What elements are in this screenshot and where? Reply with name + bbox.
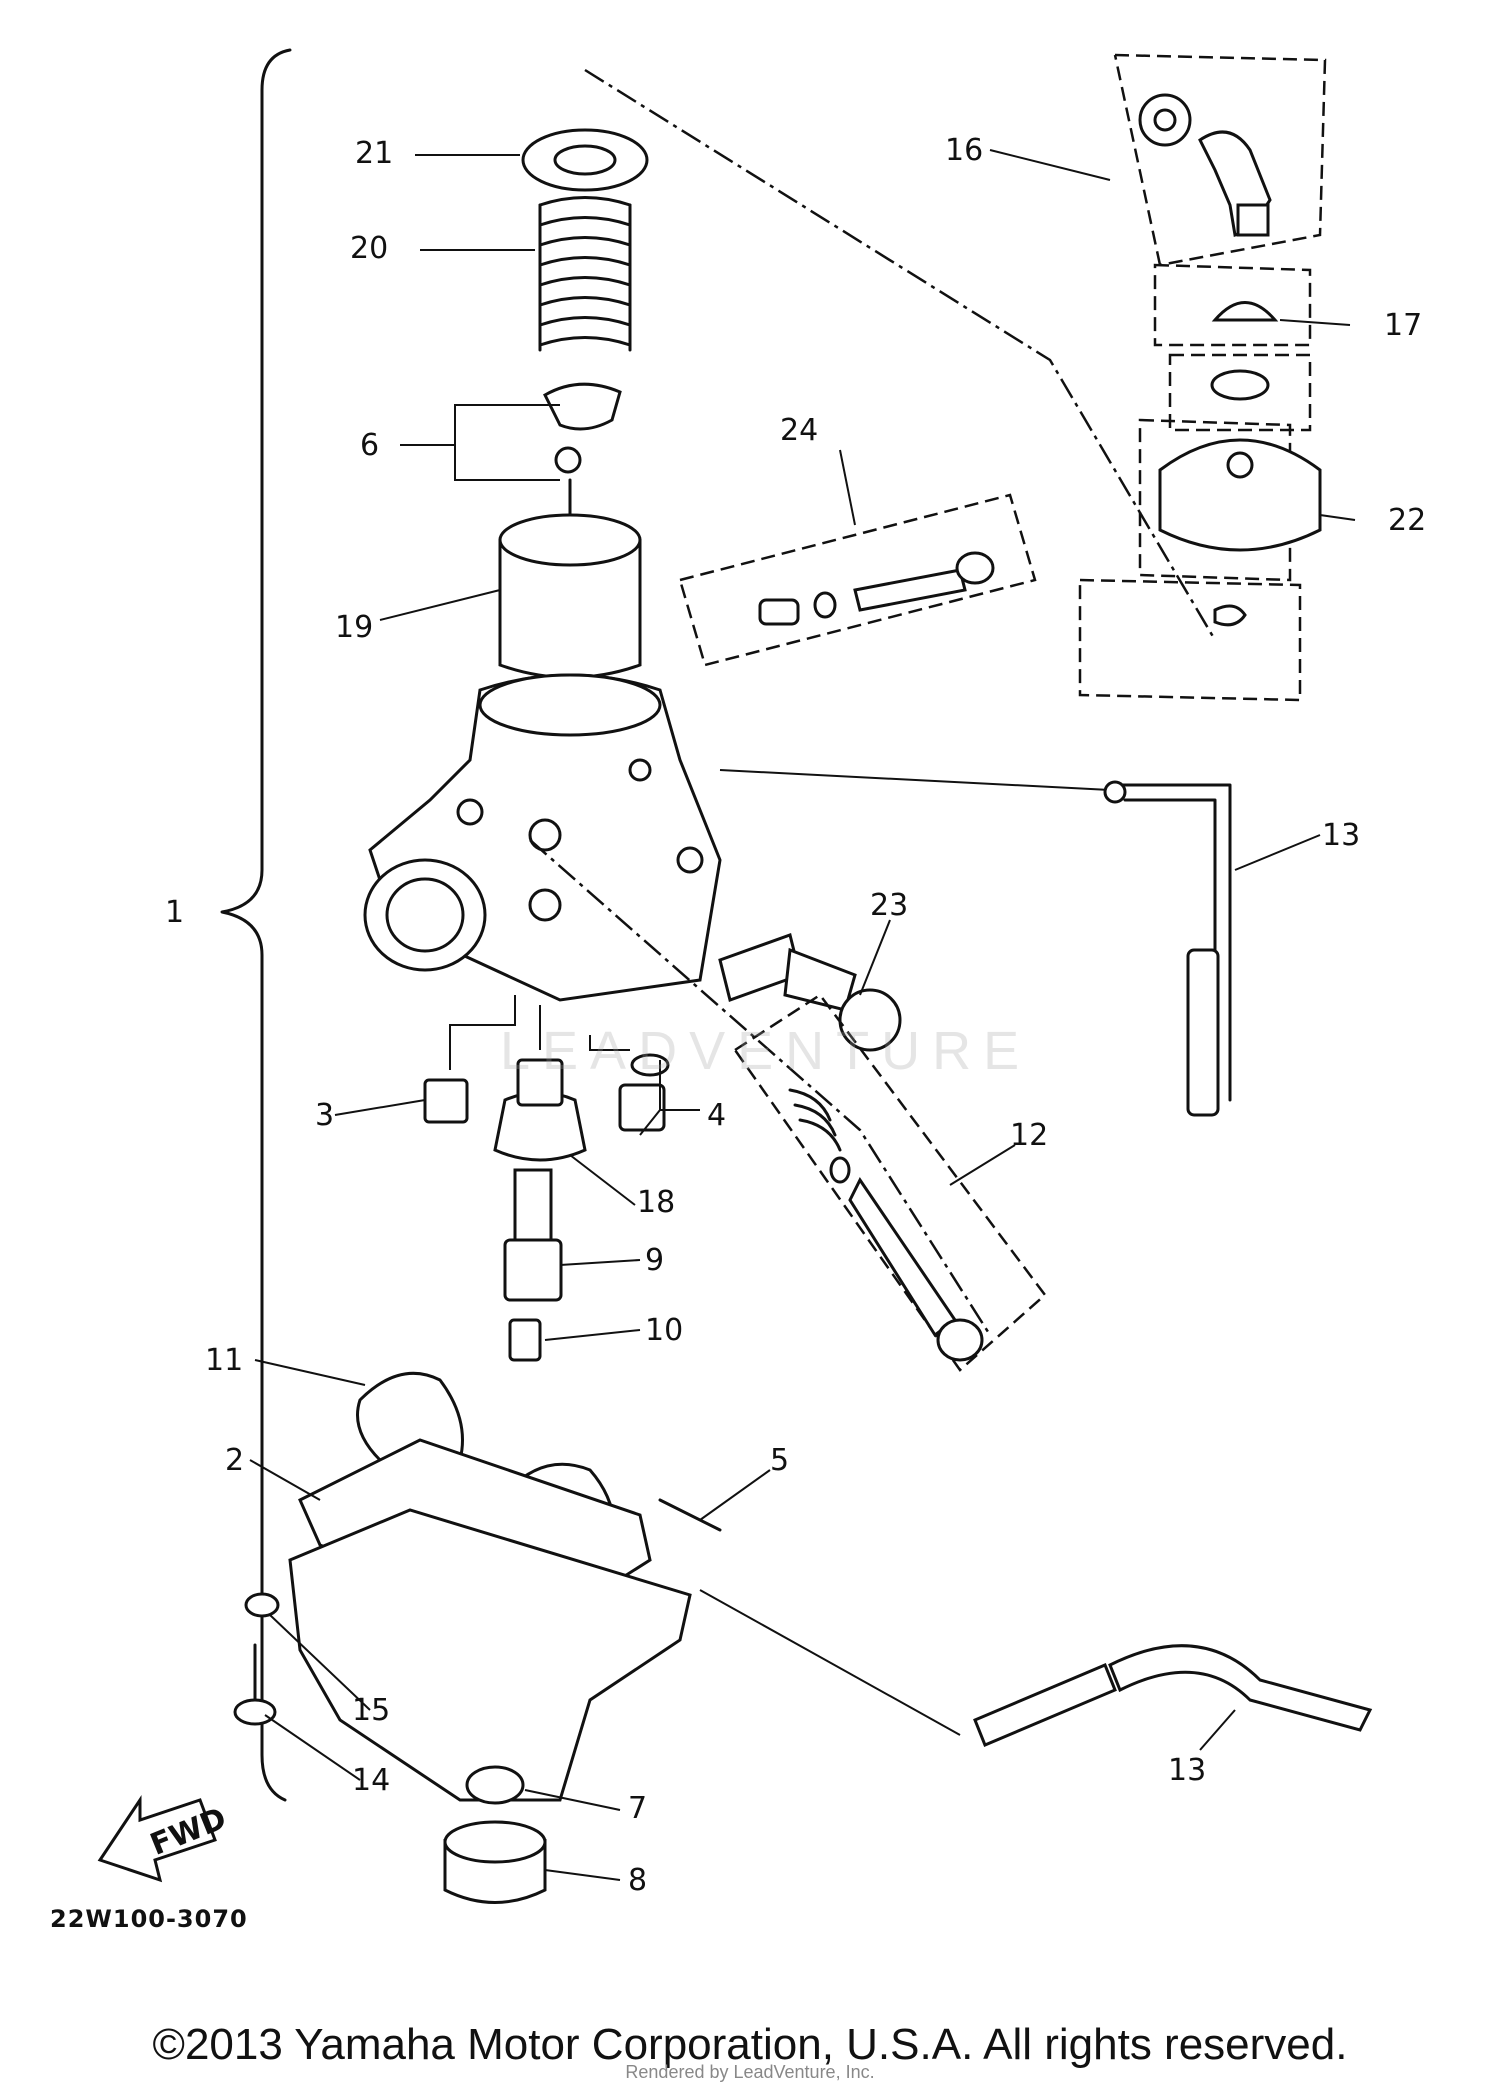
callout-21: 21 bbox=[355, 136, 393, 171]
callout-22: 22 bbox=[1388, 503, 1426, 538]
callout-2: 2 bbox=[225, 1443, 244, 1478]
throttle-screw-group-12 bbox=[733, 993, 1047, 1372]
rendered-by-watermark: Rendered by LeadVenture, Inc. bbox=[625, 2062, 875, 2082]
float-pin-5 bbox=[658, 1498, 722, 1532]
vent-line bbox=[719, 769, 1111, 791]
leader-lines bbox=[249, 149, 1356, 1881]
leadventure-watermark-logo: LEADVENTURE bbox=[500, 1021, 1032, 1081]
callout-24: 24 bbox=[780, 413, 818, 448]
throttle-valve-19 bbox=[498, 513, 642, 679]
callout-18: 18 bbox=[637, 1185, 675, 1220]
callout-7: 7 bbox=[628, 1791, 647, 1826]
callout-6: 6 bbox=[360, 428, 379, 463]
callout-3: 3 bbox=[315, 1098, 334, 1133]
callout-13-bottom: 13 bbox=[1168, 1753, 1206, 1788]
washer-21 bbox=[521, 128, 649, 192]
callout-1: 1 bbox=[165, 895, 184, 930]
callout-16: 16 bbox=[945, 133, 983, 168]
cap-assembly-group bbox=[1078, 53, 1327, 702]
callout-4: 4 bbox=[707, 1098, 726, 1133]
hose-13-top bbox=[1103, 780, 1232, 1117]
callout-15: 15 bbox=[352, 1693, 390, 1728]
spring-20 bbox=[538, 196, 632, 352]
main-jet-10 bbox=[508, 1318, 542, 1362]
callout-19: 19 bbox=[335, 610, 373, 645]
copyright-notice: ©2013 Yamaha Motor Corporation, U.S.A. A… bbox=[152, 2020, 1348, 2069]
o-ring-7 bbox=[465, 1765, 525, 1805]
pilot-jet-3 bbox=[423, 995, 516, 1124]
callout-9: 9 bbox=[645, 1243, 664, 1278]
starter-plunger-23 bbox=[718, 933, 902, 1052]
callout-8: 8 bbox=[628, 1863, 647, 1898]
callout-23: 23 bbox=[870, 888, 908, 923]
guide-line-top bbox=[584, 68, 1217, 641]
callout-17: 17 bbox=[1384, 308, 1422, 343]
drain-plug-8 bbox=[443, 1820, 547, 1904]
needle-jet-18 bbox=[493, 1005, 587, 1162]
pilot-screw-group-24 bbox=[678, 493, 1037, 667]
diagram-code: 22W100-3070 bbox=[50, 1905, 248, 1933]
callout-12: 12 bbox=[1010, 1118, 1048, 1153]
hose-13-bottom bbox=[699, 1589, 1373, 1747]
callout-11: 11 bbox=[205, 1343, 243, 1378]
jet-holder-9 bbox=[503, 1168, 563, 1302]
fwd-arrow-icon: FWD bbox=[97, 1795, 231, 1883]
carburetor-body bbox=[363, 673, 722, 1002]
callout-5: 5 bbox=[770, 1443, 789, 1478]
callout-14: 14 bbox=[352, 1763, 390, 1798]
callout-20: 20 bbox=[350, 231, 388, 266]
assembly-bracket bbox=[220, 48, 292, 1802]
drain-screw-14-15 bbox=[233, 1592, 280, 1726]
callout-10: 10 bbox=[645, 1313, 683, 1348]
guide-line-needle bbox=[529, 839, 992, 1336]
float-chamber bbox=[288, 1508, 692, 1802]
callout-13-top: 13 bbox=[1322, 818, 1360, 853]
